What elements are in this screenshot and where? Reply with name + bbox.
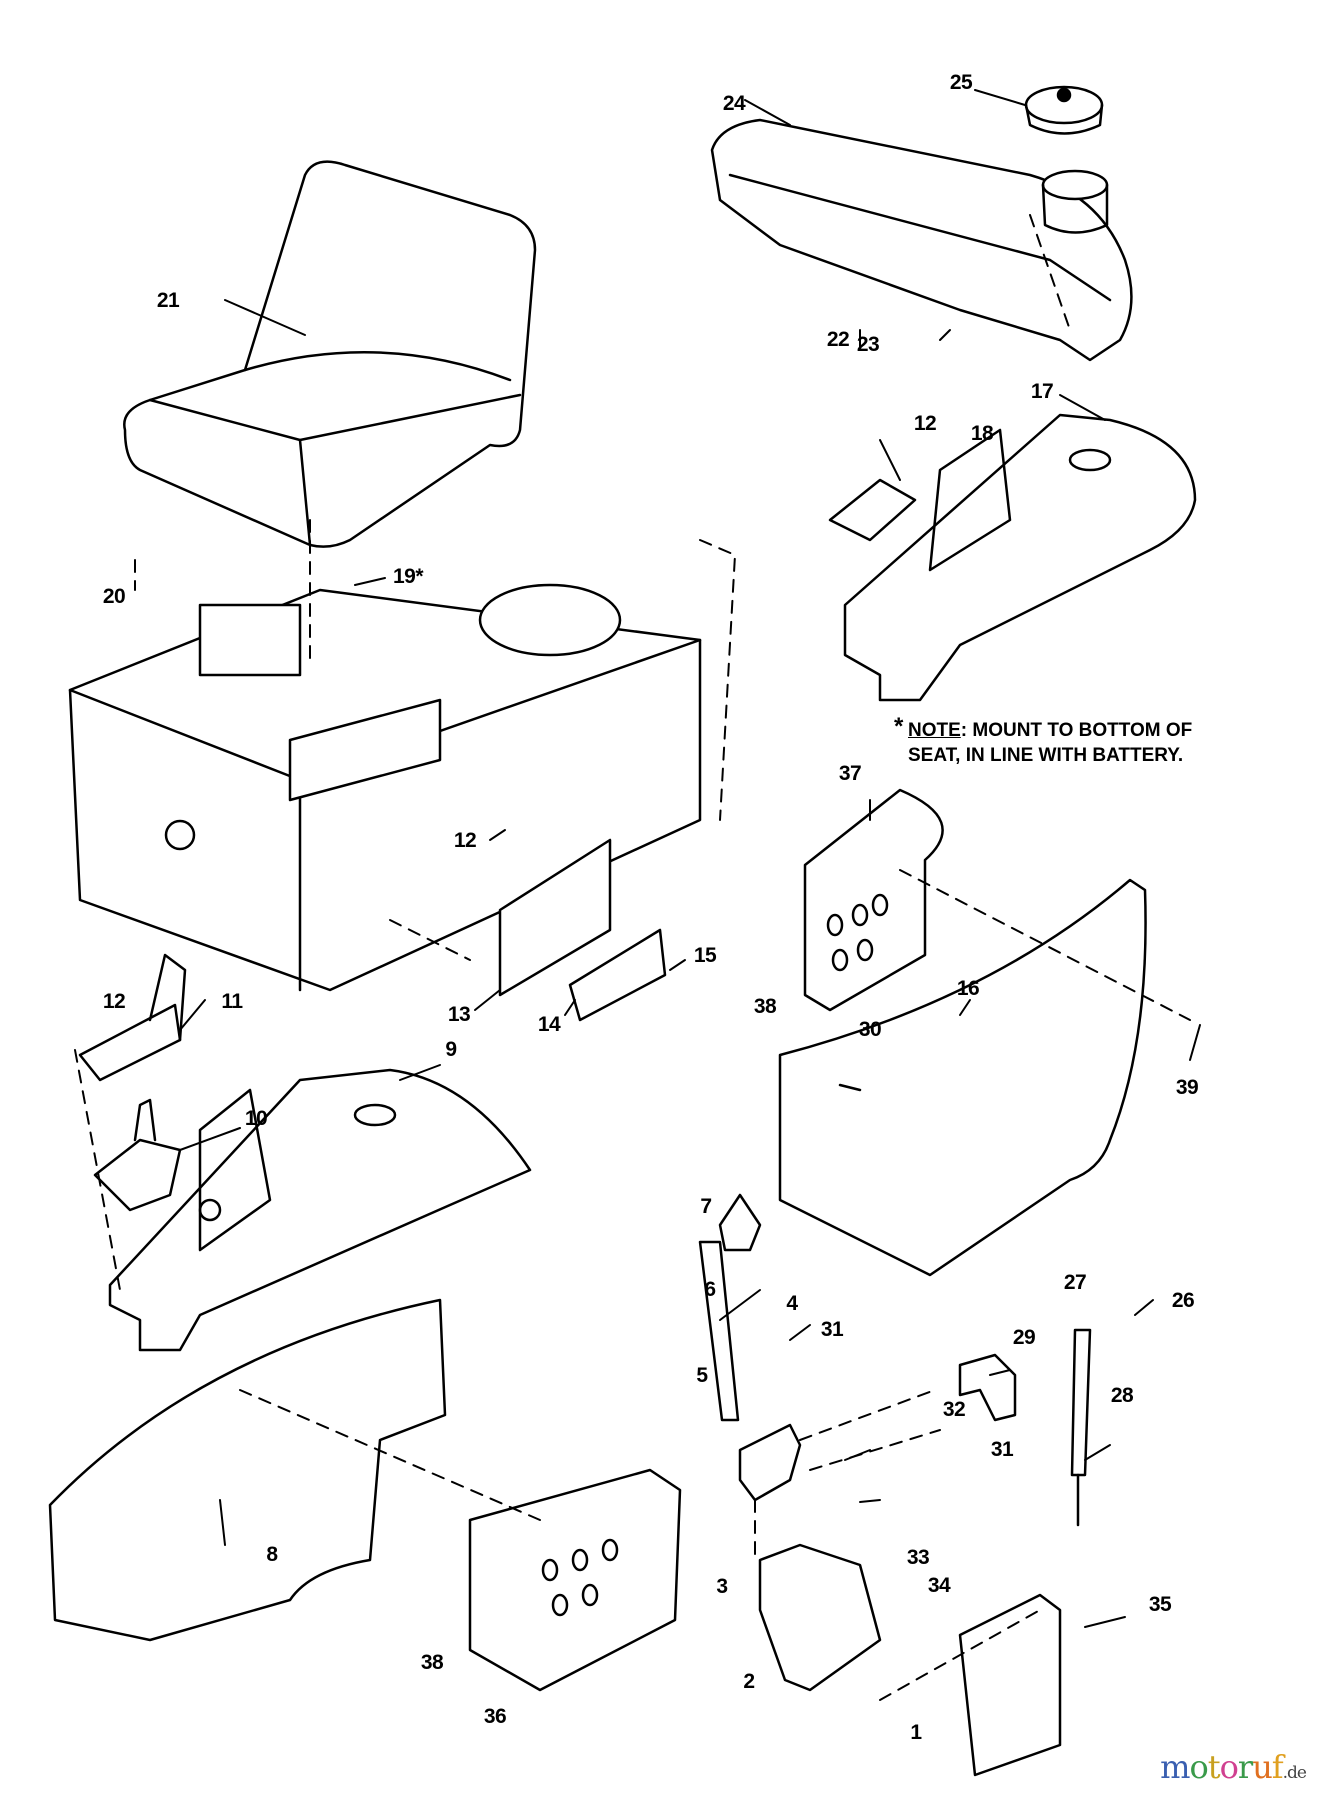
callout-13: 13 [447,1003,471,1026]
part-10-boot [95,1100,180,1210]
part-25-fuel-cap [1026,87,1102,134]
part-4-shift-lever [700,1195,800,1500]
part-28-gas-spring [1072,1330,1090,1525]
callout-32: 32 [942,1398,966,1421]
callout-22: 22 [826,328,850,351]
part-1-bracket [960,1595,1060,1775]
part-36-battery-plate [470,1470,680,1690]
watermark-letter: o [1189,1748,1209,1786]
part-16-fender [780,880,1146,1275]
watermark-logo: motoruf.de [1160,1748,1307,1786]
callout-12: 12 [913,412,937,435]
part-9-lower-console [110,1070,530,1350]
callout-38: 38 [753,995,777,1018]
callout-17: 17 [1030,380,1054,403]
callout-14: 14 [537,1013,561,1036]
part-17-console [845,415,1195,700]
callout-7: 7 [700,1195,712,1218]
callout-18: 18 [970,422,994,445]
part-37-battery-plate [805,790,943,1010]
callout-38: 38 [420,1651,444,1674]
note-keyword: NOTE [908,720,961,741]
callout-39: 39 [1175,1076,1199,1099]
callout-33: 33 [906,1546,930,1569]
callout-3: 3 [716,1575,728,1598]
note-line-1: : MOUNT TO BOTTOM OF [960,720,1193,741]
part-2-bracket [760,1545,880,1690]
part-18-bracket [830,480,915,540]
part-6-knob [720,1195,760,1250]
part-11-bracket [80,955,185,1080]
callout-12: 12 [453,829,477,852]
callout-37: 37 [838,762,862,785]
watermark-letter: u [1252,1748,1273,1786]
dashed-assembly-lines [75,215,1190,1700]
watermark-letter: m [1160,1748,1190,1786]
callout-24: 24 [722,92,746,115]
callout-36: 36 [483,1705,507,1728]
callout-4: 4 [786,1292,798,1315]
watermark-suffix: .de [1282,1763,1307,1783]
callout-23: 23 [856,333,880,356]
callout-21: 21 [156,289,180,312]
part-13-14-brackets [500,840,665,1020]
callout-28: 28 [1110,1384,1134,1407]
watermark-letter: o [1219,1748,1239,1786]
callout-1: 1 [910,1721,922,1744]
callout-15: 15 [693,944,717,967]
callout-5: 5 [696,1364,708,1387]
note-line-2: SEAT, IN LINE WITH BATTERY. [908,745,1184,766]
callout-16: 16 [956,977,980,1000]
callout-26: 26 [1171,1289,1195,1312]
watermark-letters: motoruf [1160,1748,1284,1786]
callout-25: 25 [949,71,973,94]
callout-34: 34 [927,1574,951,1597]
callout-19: 19* [392,565,424,588]
part-24-tank-cover [712,120,1131,360]
watermark-letter: t [1207,1748,1221,1786]
callout-29: 29 [1012,1326,1036,1349]
callout-31: 31 [820,1318,844,1341]
callout-30: 30 [858,1018,882,1041]
watermark-letter: r [1237,1748,1253,1786]
callout-11: 11 [221,990,243,1013]
callout-8: 8 [266,1543,278,1566]
note-asterisk: * [894,713,904,740]
part-21-seat [124,162,535,547]
callout-27: 27 [1063,1271,1087,1294]
callout-2: 2 [743,1670,755,1693]
part-29-bracket [960,1355,1015,1420]
assembly-note: *NOTE: MOUNT TO BOTTOM OF SEAT, IN LINE … [894,714,1193,768]
callout-10: 10 [244,1107,268,1130]
callout-35: 35 [1148,1593,1172,1616]
callout-20: 20 [102,585,126,608]
callout-9: 9 [445,1038,457,1061]
part-8-fender [50,1300,445,1640]
callout-31: 31 [990,1438,1014,1461]
callout-12: 12 [102,990,126,1013]
watermark-letter: f [1271,1748,1284,1786]
callout-6: 6 [704,1278,716,1301]
